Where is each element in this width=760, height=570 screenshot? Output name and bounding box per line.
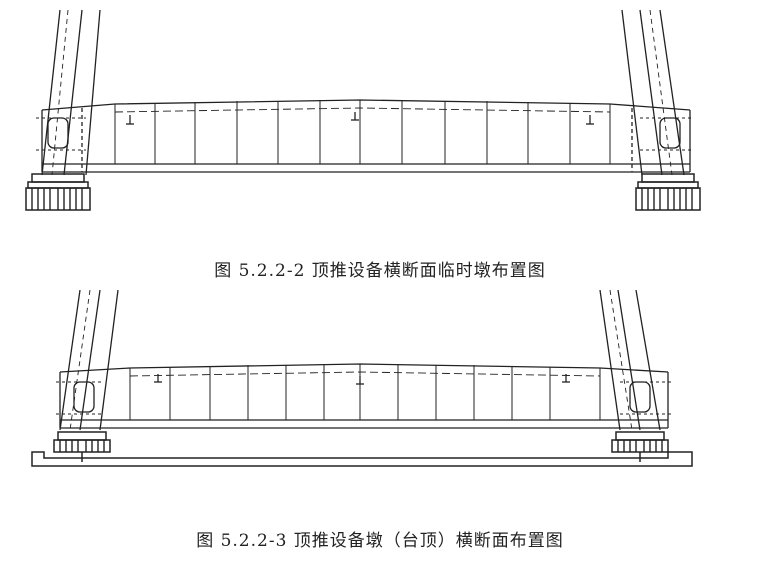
figure-pier-abutment-cross-section [0,290,760,520]
figure-caption-2: 图 5.2.2-3 顶推设备墩（台顶）横断面布置图 [196,531,564,551]
drawing-temporary-pier [25,9,701,211]
figure-temporary-pier-cross-section [0,0,760,250]
figure-caption-1: 图 5.2.2-2 顶推设备横断面临时墩布置图 [214,261,546,281]
drawing-pier-abutment [31,290,693,467]
